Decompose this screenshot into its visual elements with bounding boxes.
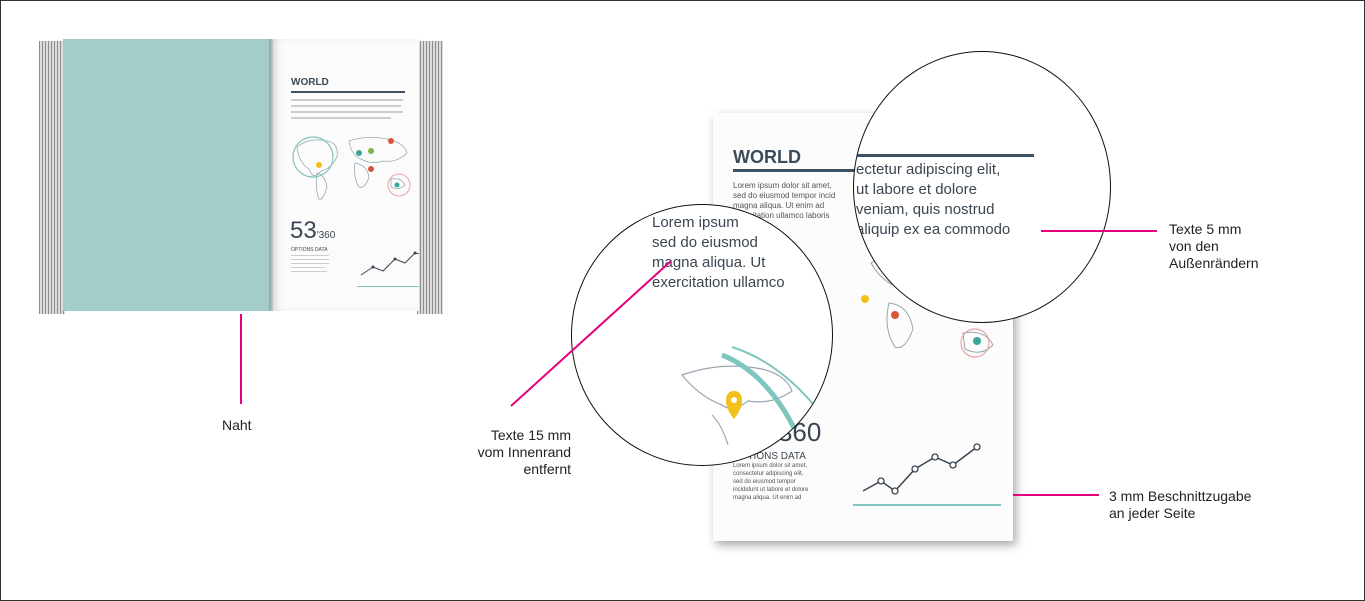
page-text-line: sed do eiusmod tempor incid [733,191,836,200]
page-small-line: magna aliqua. Ut enim ad [733,495,802,501]
inner-margin-label-line: Texte 15 mm [490,427,571,443]
book-small-line [291,255,329,256]
magnifier-inner-margin: Lorem ipsum sed do eiusmod magna aliqua.… [571,204,833,466]
book-page-title: WORLD [291,77,329,88]
page-sparkline [862,443,981,495]
magnified-text-line: aliquip ex ea commodo [856,221,1011,238]
book-page-edges-left [39,41,65,314]
magnified-text-line: magna aliqua. Ut [652,254,766,271]
magnified-text-line: ectetur adipiscing elit, [856,161,1001,178]
outer-margin-leader-line [1041,230,1157,232]
page-small-line: incididunt ut labore et dolore [733,487,809,493]
outer-margin-label-line: Außenrändern [1169,255,1259,271]
book-options-label: OPTIONS DATA [291,247,328,253]
magnified-text-line: sed do eiusmod [652,234,758,251]
book-right-page: WORLD 53'360 OPTIONS D [271,39,419,311]
page-teal-rule [853,504,1001,506]
book-text-line [291,111,403,113]
book-small-line [291,259,329,260]
page-text-line: Lorem ipsum dolor sit amet, [733,181,832,190]
book-big-number: 53'360 [290,217,336,244]
inner-margin-label-line: entfernt [523,461,571,477]
magnifier-outer-margin: ectetur adipiscing elit, ut labore et do… [853,51,1111,323]
bleed-label-line: 3 mm Beschnittzugabe [1109,488,1252,504]
book-page-edges-right [417,41,443,314]
naht-label: Naht [222,417,252,433]
page-small-line: consectetur adipiscing elit, [733,471,804,477]
book-spine [269,39,273,311]
bleed-leader-line [1013,494,1099,496]
magnified-text-line: Lorem ipsum [652,214,739,231]
book-small-line [291,271,327,272]
bleed-label: 3 mm Beschnittzugabe an jeder Seite [1109,488,1251,522]
outer-margin-label-line: Texte 5 mm [1169,221,1242,237]
magnified-title-rule [854,154,1034,157]
book-text-line [291,105,401,107]
inner-margin-label-line: vom Innenrand [477,444,571,460]
magnified-text-line: exercitation ullamco [652,274,785,291]
outer-margin-label-line: von den [1169,238,1219,254]
book-teal-rule [357,286,419,287]
inner-margin-leader-line [510,260,672,407]
page-small-line: Lorem ipsum dolor sit amet, [733,463,808,469]
open-book: WORLD 53'360 OPTIONS D [39,39,443,314]
magnified-text-line: veniam, quis nostrud [856,201,995,218]
inner-margin-label: Texte 15 mm vom Innenrand entfernt [441,427,571,478]
page-text-line: exercitation ullamco laboris [733,211,830,220]
outer-margin-label: Texte 5 mm von den Außenrändern [1169,221,1259,272]
book-title-rule [291,91,405,93]
page-options-label: OPTIONS DATA [733,451,806,462]
page-text-line: magna aliqua. Ut enim ad [733,201,825,210]
book-sparkline [360,251,419,276]
book-small-line [291,263,329,264]
book-world-map [292,136,411,200]
bleed-label-line: an jeder Seite [1109,505,1196,521]
book-left-page [63,39,271,311]
magnified-map [680,346,823,446]
page-small-line: sed do eiusmod tempor [733,479,796,485]
magnified-text-line: ut labore et dolore [856,181,977,198]
naht-leader-line [240,314,242,404]
book-text-line [291,117,391,119]
book-text-line [291,99,403,101]
book-small-line [291,267,325,268]
page-title: WORLD [733,147,801,167]
